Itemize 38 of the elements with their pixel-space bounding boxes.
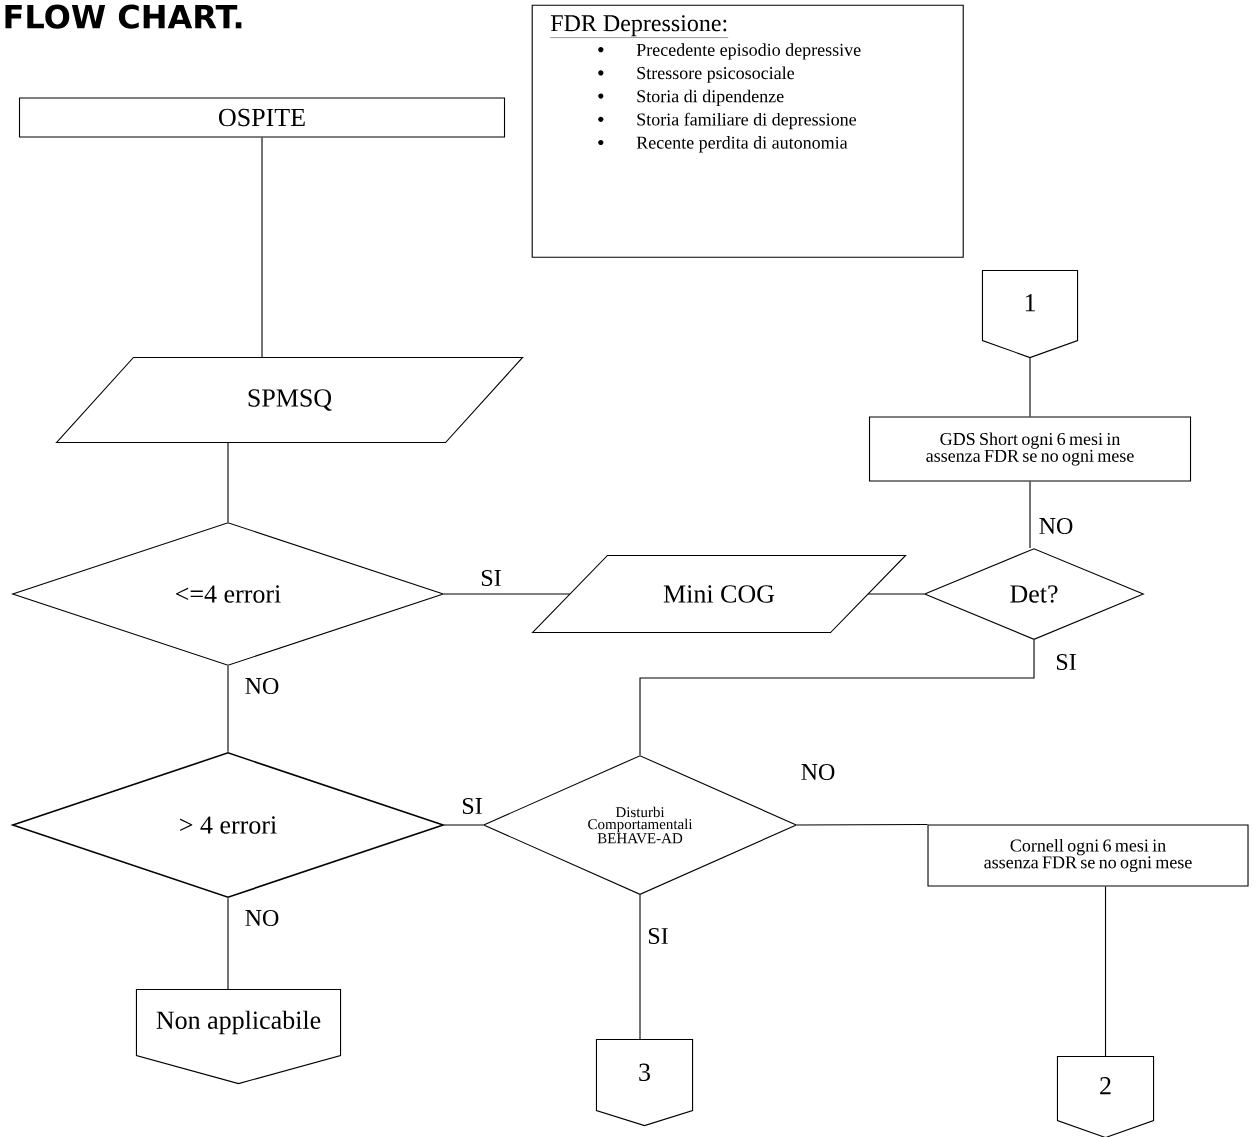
title: FLOW CHART. [5, 4, 242, 29]
edge-label: NO [1037, 516, 1075, 536]
process-box: GDS Short ogni 6 mesi in assenza FDR se no ogni mese [868, 416, 1192, 482]
data-parallelogram: SPMSQ [55, 356, 524, 444]
connector-line [1029, 481, 1031, 549]
connector-line [639, 639, 1035, 756]
edge-label: SI [646, 926, 670, 946]
list-item: Precedente episodio depressive [598, 43, 861, 60]
connector-line [639, 894, 641, 1040]
off-page-connector: 2 [1056, 1055, 1155, 1137]
off-page-connector: 3 [595, 1038, 694, 1127]
connector-line [867, 593, 925, 595]
info-box [531, 4, 964, 258]
connector-line [227, 442, 229, 523]
connector-line [1029, 357, 1031, 417]
connector-line [227, 665, 229, 753]
edge-label: NO [243, 908, 281, 928]
list-item: Stressore psicosociale [598, 66, 795, 83]
heading: FDR Depressione: [550, 15, 729, 38]
process-box: OSPITE [18, 97, 506, 138]
edge-label: SI [479, 568, 503, 588]
connector-line [227, 897, 229, 990]
data-parallelogram: Mini COG [531, 554, 907, 634]
list-item: Recente perdita di autonomia [598, 136, 848, 153]
connector-line [443, 593, 571, 595]
list-item: Storia di dipendenze [598, 89, 784, 106]
edge-label: SI [1054, 652, 1078, 672]
off-page-connector: 1 [981, 269, 1079, 359]
connector-line [261, 137, 263, 358]
off-page-connector: Non applicabile [135, 988, 342, 1085]
edge-label: NO [243, 676, 281, 696]
process-box: Cornell ogni 6 mesi in assenza FDR se no ogni mese [927, 824, 1249, 887]
list-item: Storia familiare di depressione [598, 112, 857, 130]
connector-line [1104, 886, 1107, 1057]
edge-label: SI [460, 796, 484, 816]
edge-label: NO [799, 762, 837, 782]
connector-line [443, 824, 484, 826]
connector-line [796, 823, 928, 826]
